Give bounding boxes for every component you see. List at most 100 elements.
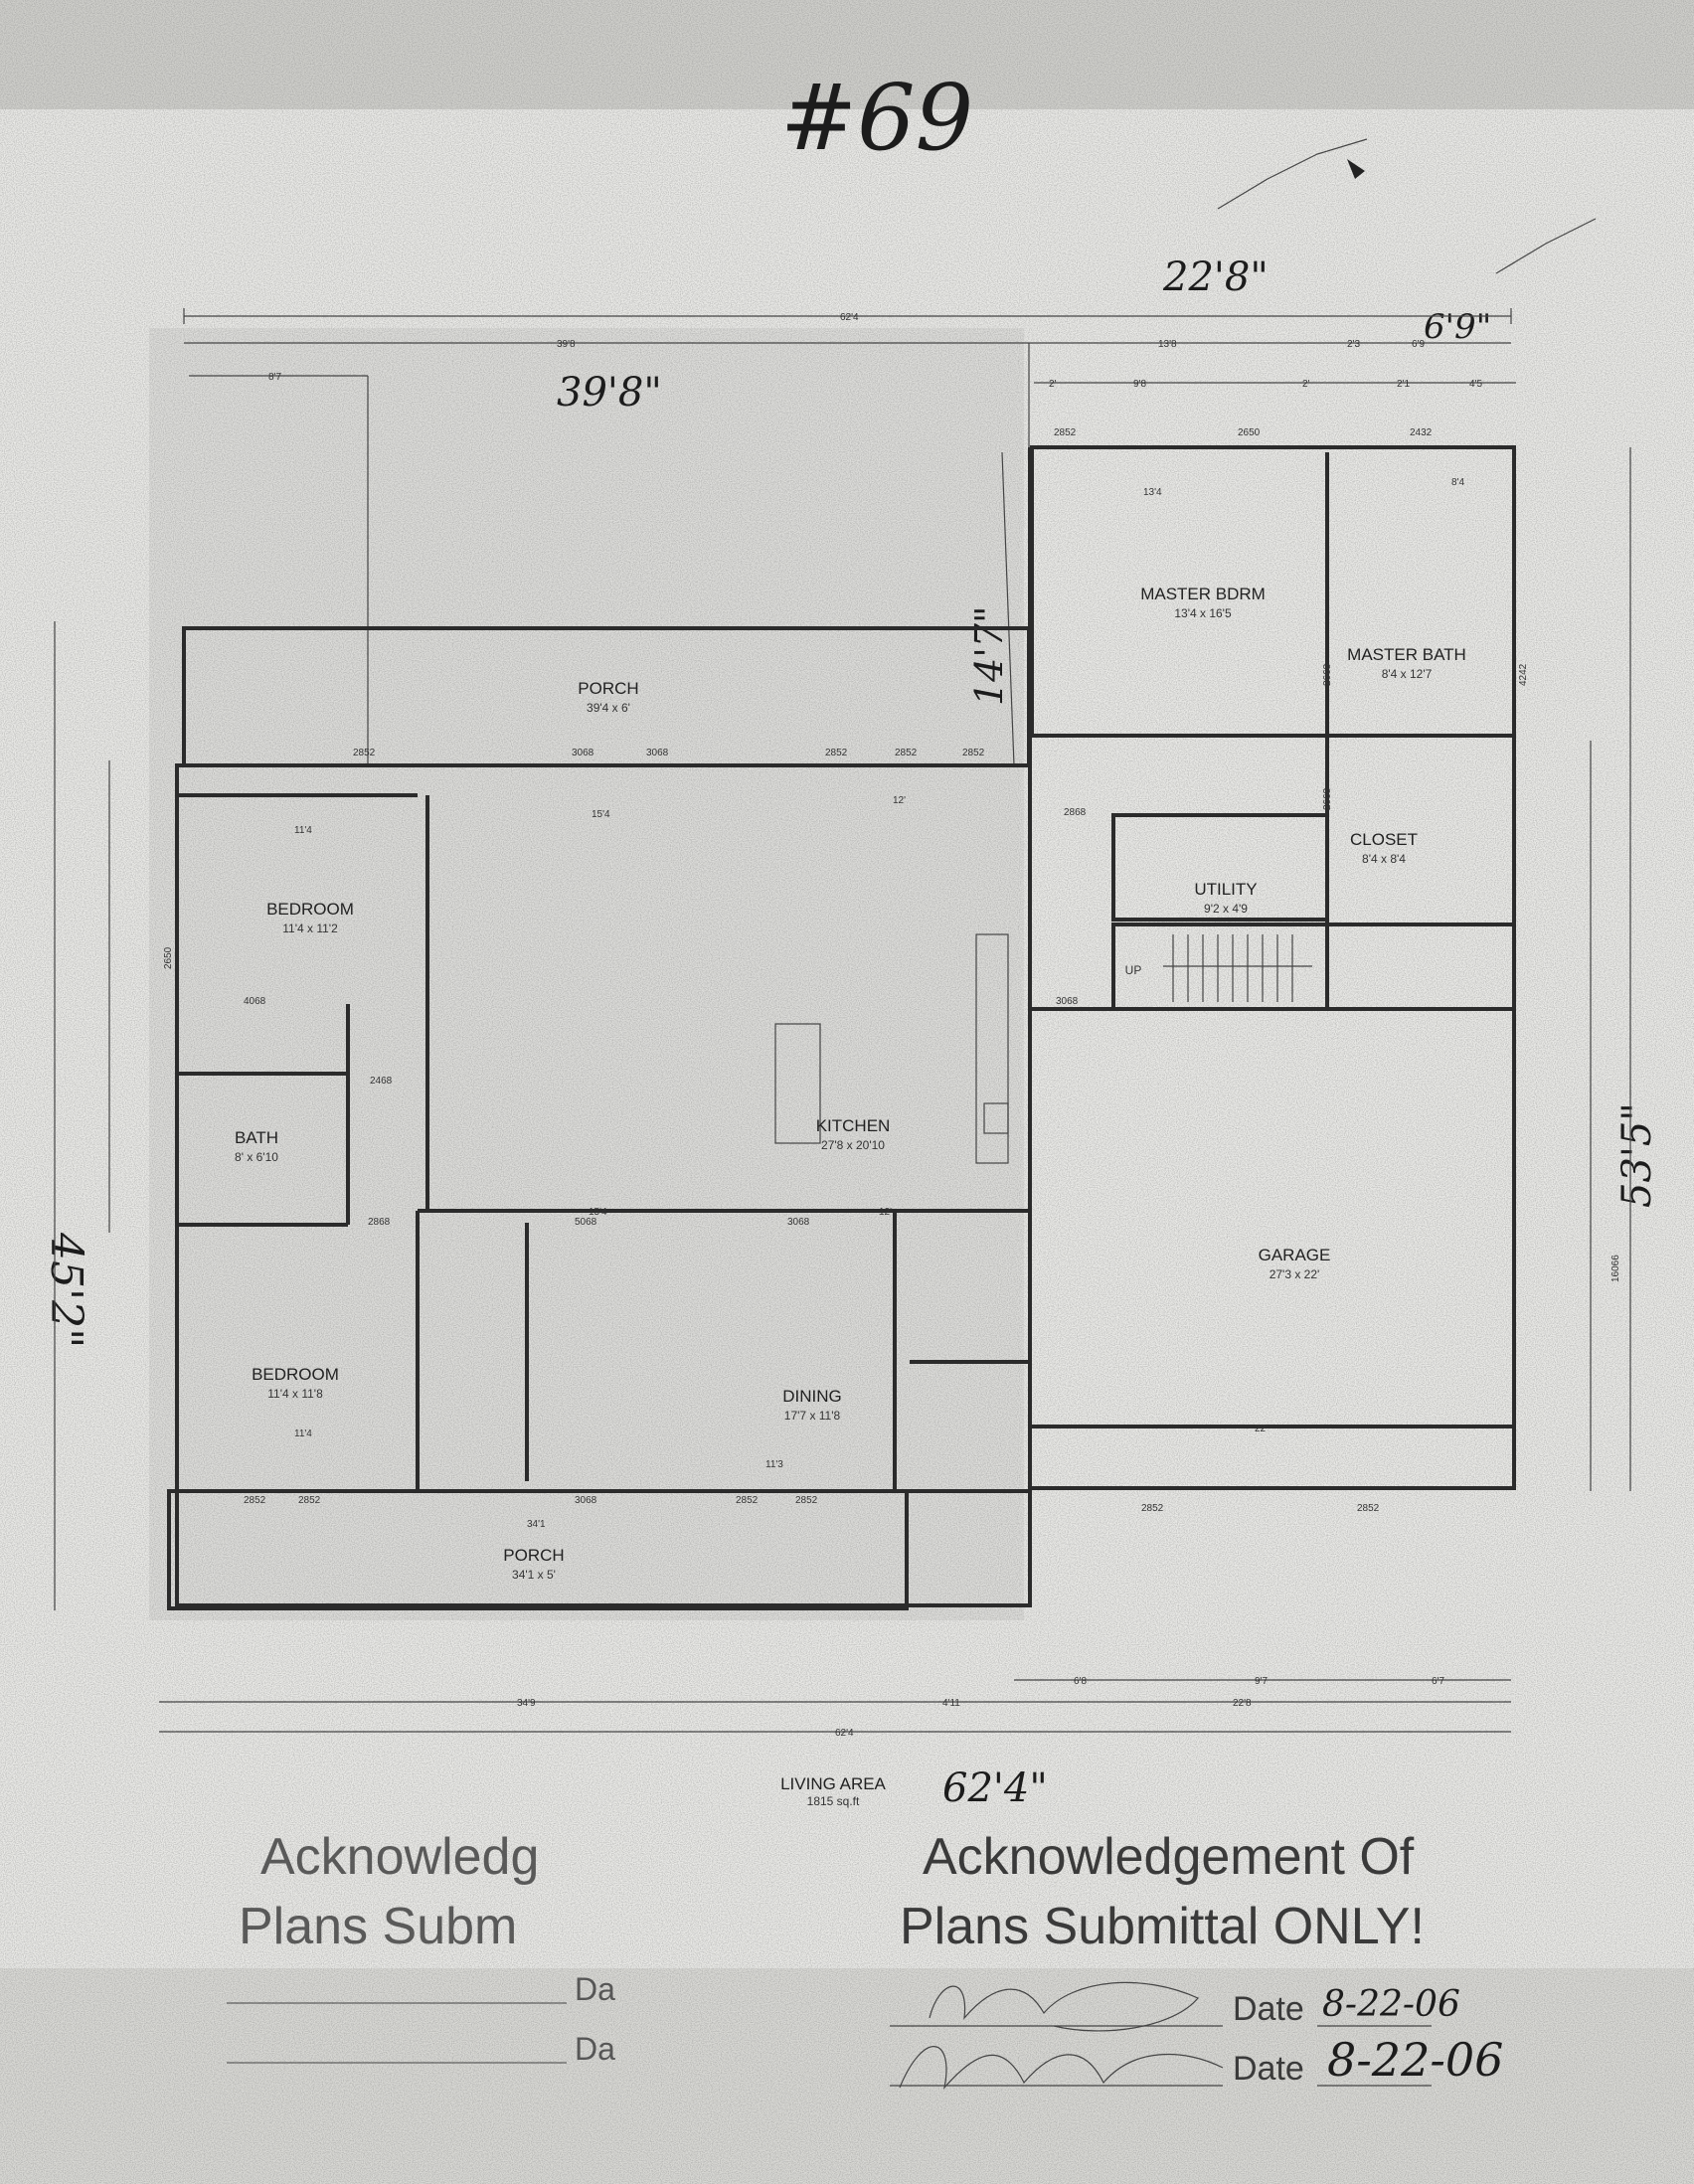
window-2852-a: 2852 — [1054, 427, 1077, 438]
window-2852-c: 2852 — [825, 748, 848, 758]
room-utility-name: UTILITY — [1194, 880, 1257, 899]
top-width-handwritten: 22'8" — [1162, 254, 1269, 300]
room-kitchen-name: KITCHEN — [816, 1116, 891, 1135]
right-depth-handwritten: 53'5" — [1614, 1102, 1660, 1208]
window-2432: 2432 — [1410, 427, 1433, 438]
stair-treads — [1163, 934, 1312, 1002]
living-area-label: LIVING AREA — [780, 1774, 886, 1793]
vertical-mid-arrow — [1001, 451, 1015, 766]
check-mark-tick — [1347, 159, 1365, 179]
room-master-bdrm-name: MASTER BDRM — [1140, 585, 1266, 603]
room-porch-top-size: 39'4 x 6' — [587, 701, 630, 715]
window-2650: 2650 — [1238, 427, 1261, 438]
room-porch-bottom-name: PORCH — [503, 1546, 564, 1565]
door-2668-b: 2668 — [1322, 787, 1333, 810]
room-bedroom-2-size: 11'4 x 11'8 — [267, 1387, 323, 1401]
dim-top-sub-b: 9'8 — [1133, 379, 1146, 390]
walls — [167, 445, 1516, 1610]
door-2868-a: 2868 — [1064, 807, 1087, 818]
dim-master-width: 13'4 — [1143, 487, 1162, 498]
dim-top-right-b: 2'3 — [1347, 339, 1360, 350]
kitchen-range — [983, 1102, 1009, 1134]
kitchen-counter — [975, 933, 1009, 1164]
room-bath-name: BATH — [235, 1128, 278, 1147]
dim-bottom-sub-a: 6'8 — [1074, 1676, 1087, 1687]
dim-dining: 11'3 — [765, 1459, 783, 1470]
dim-top-sub-d: 2'1 — [1397, 379, 1410, 390]
dimension-lines-top: 62'4 39'8 13'8 2'3 6'9 2' 9'8 2' 2'1 4'5… — [183, 308, 1516, 765]
dim-bottom-sub-b: 9'7 — [1255, 1676, 1268, 1687]
door-5068: 5068 — [575, 1217, 597, 1228]
stamp-right-date-value-2: 8-22-06 — [1327, 2033, 1503, 2087]
window-2852-d: 2852 — [895, 748, 918, 758]
dim-top-sub-c: 2' — [1302, 379, 1310, 390]
room-bedroom-1-size: 11'4 x 11'2 — [282, 922, 338, 935]
dim-master-closet: 8'4 — [1451, 477, 1464, 488]
door-2868-b: 2868 — [368, 1217, 391, 1228]
dim-kitchen-top: 15'4 — [592, 809, 610, 820]
room-bedroom-2-name: BEDROOM — [252, 1365, 339, 1384]
stamp-right-line2: Plans Submittal ONLY! — [900, 1898, 1425, 1955]
stamp-left-date-a: Da — [575, 1971, 615, 2007]
room-closet-name: CLOSET — [1350, 830, 1418, 849]
door-2468: 2468 — [370, 1076, 393, 1087]
window-2650-b: 2650 — [163, 946, 174, 969]
window-4242: 4242 — [1518, 663, 1529, 686]
window-2852-g: 2852 — [298, 1495, 321, 1506]
dim-bottom-sub-c: 6'7 — [1432, 1676, 1444, 1687]
door-3068-d: 3068 — [787, 1217, 810, 1228]
vertical-mid-handwritten: 14'7" — [967, 606, 1011, 706]
window-2852-b: 2852 — [353, 748, 376, 758]
stamp-left-line1: Acknowledg — [260, 1828, 539, 1886]
garage-door-16066: 16066 — [1610, 1255, 1621, 1282]
window-2852-e: 2852 — [962, 748, 985, 758]
stamp-right: Acknowledgement Of Plans Submittal ONLY!… — [890, 1828, 1503, 2091]
bottom-width-handwritten: 62'4" — [942, 1765, 1048, 1811]
left-depth-handwritten: 45'2" — [41, 1232, 91, 1348]
inner-dimensions: 15'4 12' 11'4 11'4 15'4 12' 34'1 11'3 22… — [163, 427, 1621, 1530]
room-garage-size: 27'3 x 22' — [1270, 1267, 1320, 1281]
room-dining-name: DINING — [782, 1387, 842, 1406]
room-porch-bottom-size: 34'1 x 5' — [512, 1568, 556, 1582]
room-kitchen-size: 27'8 x 20'10 — [821, 1138, 885, 1152]
window-2852-i: 2852 — [795, 1495, 818, 1506]
utility-outline — [1111, 813, 1329, 922]
room-master-bath-name: MASTER BATH — [1347, 645, 1466, 664]
dim-bed-top: 11'4 — [294, 825, 312, 836]
dimension-lines-edges: 62'4 34'9 4'11 22'8 6'8 9'7 6'7 — [54, 447, 1631, 1739]
porch-bottom-outline — [167, 1489, 909, 1610]
window-2852-h: 2852 — [736, 1495, 759, 1506]
door-2668-a: 2668 — [1322, 663, 1333, 686]
right-top-handwritten: 6'9" — [1424, 307, 1491, 347]
dim-bottom-a: 34'9 — [517, 1698, 536, 1709]
dim-top-right-c: 6'9 — [1412, 339, 1425, 350]
stamp-right-line1: Acknowledgement Of — [923, 1828, 1415, 1886]
stamp-right-date-value-1: 8-22-06 — [1322, 1984, 1460, 2025]
stair-up-label: UP — [1125, 963, 1142, 977]
room-labels: PORCH 39'4 x 6' MASTER BDRM 13'4 x 16'5 … — [235, 585, 1466, 1582]
window-2852-k: 2852 — [1357, 1503, 1380, 1514]
dim-top-sub-e: 4'5 — [1469, 379, 1482, 390]
stamp-left-line2: Plans Subm — [239, 1898, 517, 1955]
stamp-left: Acknowledg Plans Subm Da Da — [227, 1828, 615, 2067]
stamp-right-date-label-1: Date — [1233, 1990, 1304, 2028]
room-master-bdrm-size: 13'4 x 16'5 — [1174, 606, 1232, 620]
dim-garage: 22' — [1255, 1424, 1268, 1434]
door-3068-a: 3068 — [572, 748, 594, 758]
stamp-right-date-label-2: Date — [1233, 2050, 1304, 2088]
signature-2 — [899, 2046, 1224, 2091]
room-bedroom-1-name: BEDROOM — [266, 900, 354, 919]
dim-overall-top: 62'4 — [840, 312, 859, 323]
room-garage-name: GARAGE — [1259, 1246, 1331, 1264]
dim-top-right-a: 13'8 — [1158, 339, 1177, 350]
kitchen-island — [774, 1023, 821, 1144]
dim-left-top: 8'7 — [268, 372, 281, 383]
signature-1 — [929, 1981, 1199, 2032]
door-3068-c: 3068 — [1056, 996, 1079, 1007]
door-3068-e: 3068 — [575, 1495, 597, 1506]
window-2852-j: 2852 — [1141, 1503, 1164, 1514]
pointer-stroke — [1495, 218, 1597, 274]
room-closet-size: 8'4 x 8'4 — [1362, 852, 1406, 866]
